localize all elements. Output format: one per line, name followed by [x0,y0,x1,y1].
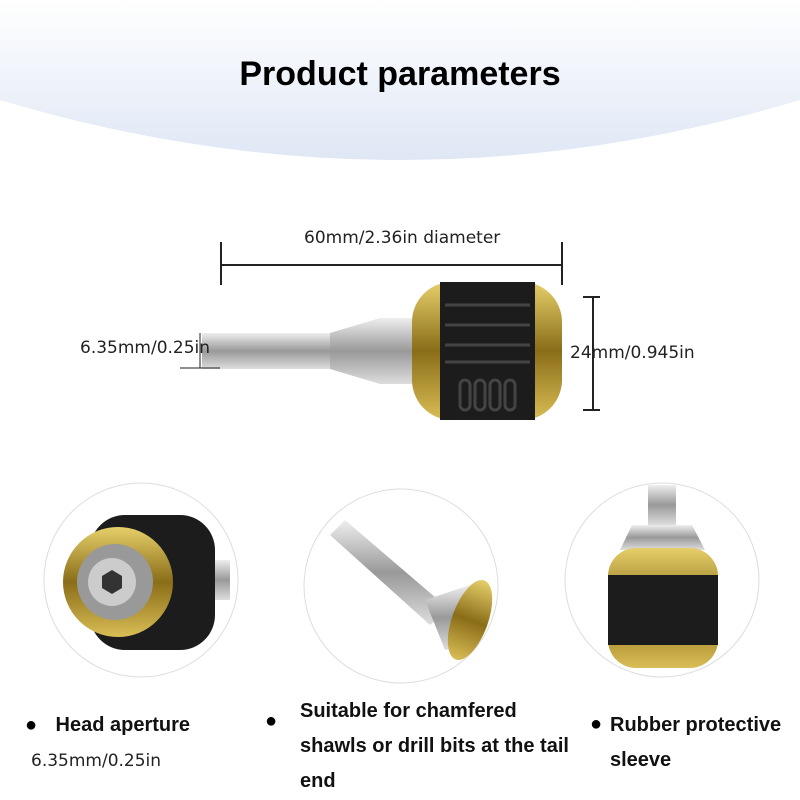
header-background [0,0,800,160]
diameter-label: 24mm/0.945in [570,343,695,363]
main-tool-image [202,282,562,420]
page-title: Product parameters [239,55,561,93]
bullet: ● [265,710,278,732]
detail-chamfered-bit [303,488,499,684]
detail-rubber-sleeve [564,482,760,678]
feature-label: Head aperture [55,714,191,736]
feature-head-aperture: ● Head aperture 6.35mm/0.25in [25,708,190,771]
dimension-lines [180,242,600,411]
detail-head-aperture [43,482,239,678]
feature-label: Suitable for chamfered shawls or drill b… [300,700,569,792]
hex-size-label: 6.35mm/0.25in [80,338,211,358]
bullet: ● [25,714,38,736]
bullet: ● [590,713,603,735]
length-label: 60mm/2.36in diameter [304,228,501,248]
feature-label: Rubber protective sleeve [610,714,782,771]
feature-sub: 6.35mm/0.25in [31,751,162,771]
